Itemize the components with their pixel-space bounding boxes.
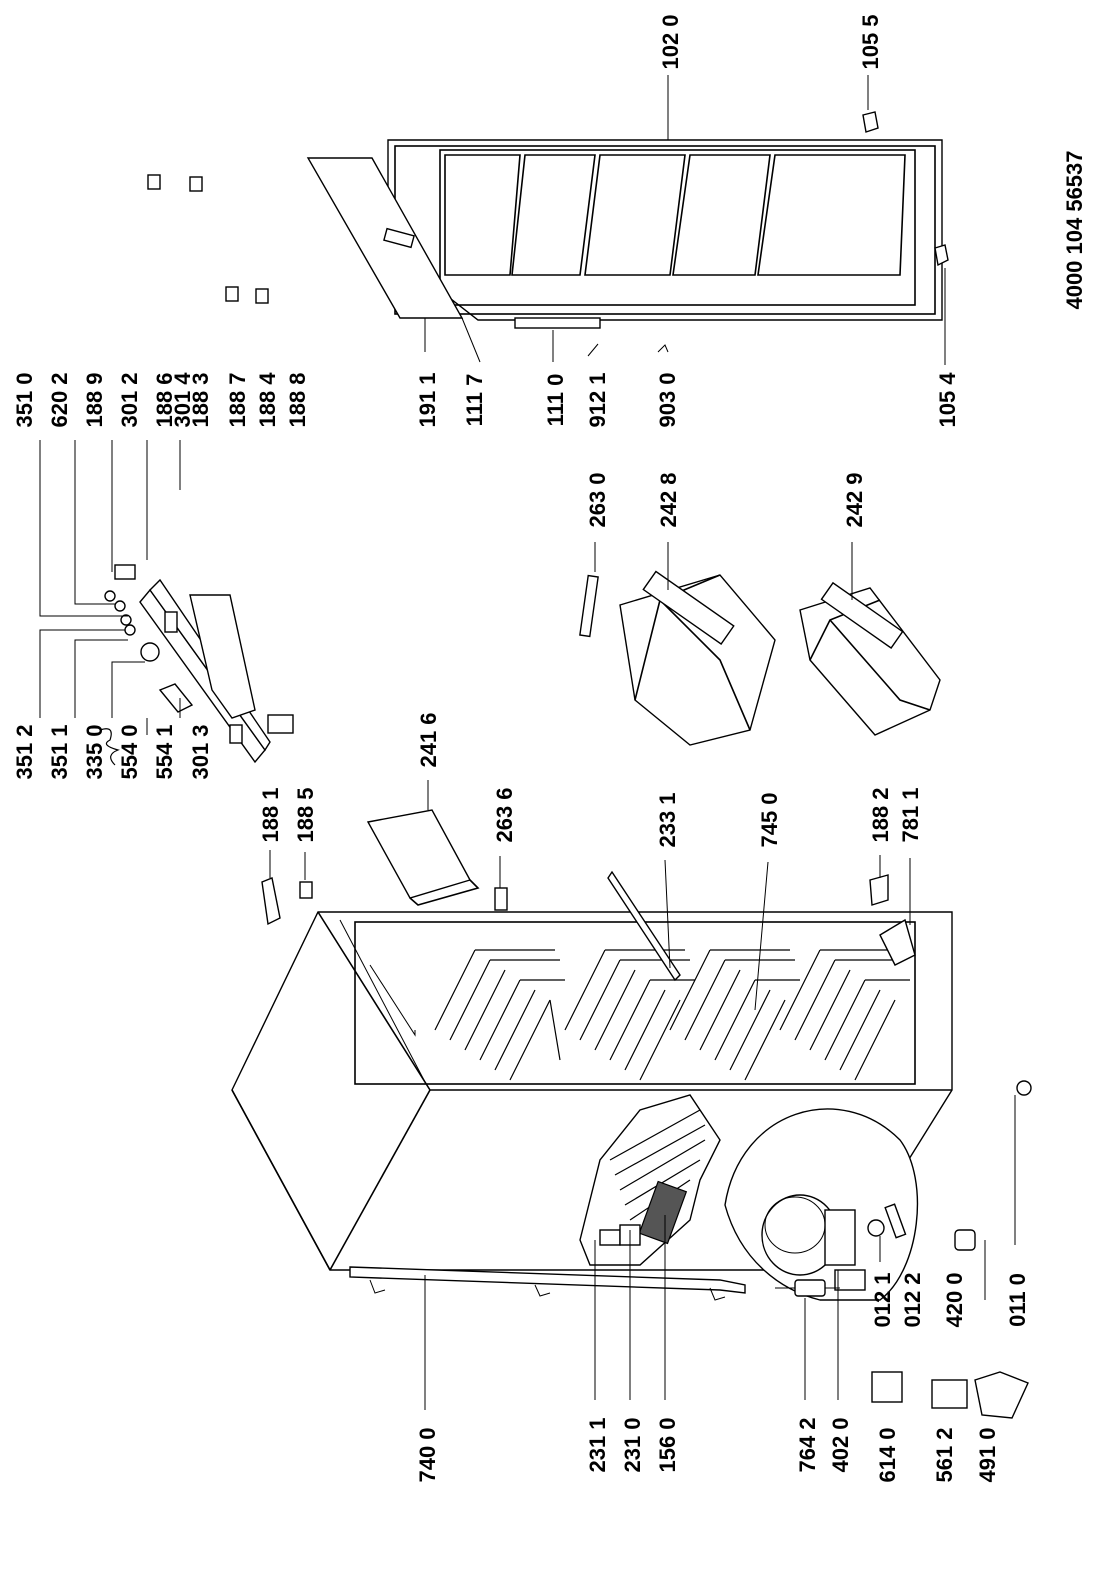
label-554-0: 554 0 (117, 724, 142, 779)
cap-188-3 (189, 176, 203, 192)
label-188-5: 188 5 (293, 787, 318, 842)
label-554-1: 554 1 (152, 724, 177, 779)
label-242-9: 242 9 (842, 472, 867, 527)
flap-263-0 (579, 574, 599, 638)
condenser (579, 1094, 721, 1266)
label-301-4: 301 4 (170, 372, 195, 428)
control-panel (99, 564, 294, 766)
condenser-tube (349, 1266, 746, 1301)
label-105-5: 105 5 (858, 14, 883, 69)
cap-188-6 (147, 174, 161, 190)
label-745-0: 745 0 (757, 792, 782, 847)
label-740-0: 740 0 (415, 1427, 440, 1482)
cap-188-7 (225, 286, 239, 302)
compressor-compartment (724, 1108, 919, 1301)
cover-781-1 (879, 918, 916, 966)
part-number-labels: 351 0 620 2 188 9 301 2 188 6 301 4 188 … (12, 14, 1030, 1482)
label-351-2: 351 2 (12, 724, 37, 779)
leader-lines (39, 75, 1016, 1410)
label-402-0: 402 0 (828, 1417, 853, 1472)
label-231-0: 231 0 (620, 1417, 645, 1472)
label-903-0: 903 0 (655, 372, 680, 427)
label-231-1: 231 1 (585, 1417, 610, 1472)
label-351-1: 351 1 (47, 724, 72, 779)
label-491-0: 491 0 (975, 1427, 1000, 1482)
label-351-0: 351 0 (12, 372, 37, 427)
label-111-7: 111 7 (462, 374, 487, 427)
label-111-0: 111 0 (543, 374, 568, 427)
label-012-1: 012 1 (870, 1272, 895, 1327)
bar-233-1 (607, 870, 681, 982)
hinge-188-2 (869, 874, 889, 906)
label-191-1: 191 1 (415, 372, 440, 427)
hinge-188-1 (261, 877, 281, 926)
label-188-8: 188 8 (285, 372, 310, 427)
label-188-7: 188 7 (225, 372, 250, 427)
cover-491-0 (974, 1371, 1029, 1419)
label-263-0: 263 0 (585, 472, 610, 527)
label-301-3: 301 3 (188, 724, 213, 779)
wire-shelves (434, 949, 910, 1081)
drawer-242-8 (619, 570, 776, 746)
shelf-flap-241-6 (366, 809, 480, 906)
pin-263-6 (494, 887, 508, 911)
compressor-kit-614-0 (871, 1371, 903, 1403)
document-number: 4000 104 56537 (1062, 150, 1087, 309)
label-301-2: 301 2 (117, 372, 142, 427)
label-912-1: 912 1 (585, 372, 610, 427)
label-335-0: 335 0 (82, 724, 107, 779)
clip-903-0 (657, 344, 669, 353)
pin-188-5 (299, 881, 313, 899)
label-263-6: 263 6 (492, 787, 517, 842)
label-188-3: 188 3 (188, 372, 213, 427)
label-156-0: 156 0 (655, 1417, 680, 1472)
cap-188-4 (255, 288, 269, 304)
relay-561-2 (931, 1379, 968, 1409)
tube-012-2 (884, 1203, 907, 1239)
filter-drier (775, 1279, 840, 1297)
label-012-2: 012 2 (900, 1272, 925, 1327)
capacitor-420-0 (954, 1229, 976, 1251)
label-188-1: 188 1 (258, 787, 283, 842)
label-188-2: 188 2 (868, 787, 893, 842)
door (306, 111, 949, 329)
label-188-6: 188 6 (152, 372, 177, 427)
drawer-242-9 (799, 581, 941, 736)
screw-912-1 (587, 343, 599, 357)
label-233-1: 233 1 (655, 792, 680, 847)
label-105-4: 105 4 (935, 372, 960, 428)
label-011-0: 011 0 (1005, 1273, 1030, 1327)
label-614-0: 614 0 (875, 1427, 900, 1482)
label-420-0: 420 0 (942, 1272, 967, 1327)
label-242-8: 242 8 (656, 472, 681, 527)
relay-012-1 (1016, 1080, 1032, 1096)
label-764-2: 764 2 (795, 1417, 820, 1472)
label-188-9: 188 9 (82, 372, 107, 427)
label-188-4: 188 4 (255, 372, 280, 428)
label-620-2: 620 2 (47, 372, 72, 427)
label-781-1: 781 1 (898, 787, 923, 842)
label-241-6: 241 6 (416, 712, 441, 767)
label-561-2: 561 2 (932, 1427, 957, 1482)
label-102-0: 102 0 (658, 14, 683, 69)
